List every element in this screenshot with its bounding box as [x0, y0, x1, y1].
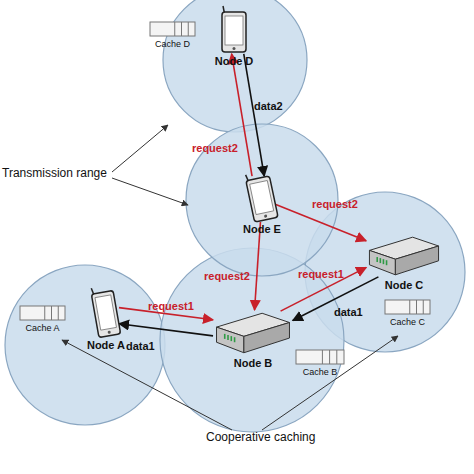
node-icon — [296, 350, 344, 364]
cache-slot — [181, 22, 182, 36]
router-led — [224, 334, 226, 339]
node-label: Node E — [243, 223, 281, 235]
cache-label: Cache B — [303, 367, 338, 377]
mobile-node: Node E — [250, 178, 274, 220]
phone-button — [264, 214, 268, 218]
phone-screen — [250, 181, 274, 215]
edge-label: request2 — [192, 142, 238, 154]
router-led — [386, 260, 388, 265]
phone-button — [107, 330, 110, 333]
annotation-label: Cooperative caching — [206, 430, 315, 444]
router-led — [383, 259, 385, 264]
edge-label: request2 — [204, 270, 250, 282]
node-icon — [20, 306, 65, 320]
edge-label: request1 — [148, 300, 194, 312]
cache-slot — [409, 300, 410, 314]
cache-label: Cache C — [390, 317, 425, 327]
mobile-node: Node A — [95, 292, 117, 336]
phone-body — [222, 12, 246, 52]
cache-slot — [44, 306, 45, 320]
edge-label: data1 — [126, 340, 155, 352]
cache-slot — [188, 22, 189, 36]
phone-button — [233, 47, 236, 50]
cache-box: Cache B — [296, 350, 344, 364]
node-icon — [385, 300, 430, 314]
cache-queue — [296, 350, 344, 364]
edge-label: data2 — [254, 100, 283, 112]
node-icon — [250, 178, 274, 220]
node-icon — [150, 22, 195, 36]
router-node: Node B — [215, 312, 291, 354]
phone-body — [246, 176, 278, 222]
annotation-label: Transmission range — [2, 166, 107, 180]
cache-slot — [51, 306, 52, 320]
node-label: Node C — [385, 279, 424, 291]
router-side — [395, 246, 438, 275]
cache-queue — [385, 300, 430, 314]
message-arrow — [119, 324, 213, 336]
cache-label: Cache A — [25, 323, 59, 333]
phone-screen — [225, 16, 243, 45]
phone-screen — [95, 295, 116, 330]
cache-queue — [20, 306, 65, 320]
router-led — [234, 337, 236, 342]
router-led — [230, 336, 232, 341]
node-icon — [95, 292, 117, 336]
message-arrow — [232, 54, 252, 176]
cache-slot — [329, 350, 330, 364]
leader-line — [62, 340, 232, 430]
leader-line — [112, 125, 168, 172]
router-front — [217, 327, 244, 353]
leader-line — [112, 178, 188, 205]
cache-slot — [322, 350, 323, 364]
cache-box: Cache D — [150, 22, 195, 36]
node-icon — [215, 312, 291, 354]
message-arrow — [244, 54, 264, 176]
edge-label: request2 — [312, 198, 358, 210]
router-node: Node C — [368, 236, 440, 276]
node-icon — [222, 12, 246, 52]
edge-label: data1 — [334, 306, 363, 318]
edge-label: request1 — [298, 268, 344, 280]
message-arrow — [255, 222, 261, 310]
router-side — [244, 323, 290, 353]
mobile-node: Node D — [222, 12, 246, 52]
cache-box: Cache C — [385, 300, 430, 314]
cache-slot — [336, 350, 337, 364]
node-label: Node A — [87, 339, 125, 351]
message-arrow — [293, 277, 379, 321]
cache-slot — [416, 300, 417, 314]
node-icon — [368, 236, 440, 276]
phone-body — [91, 290, 120, 337]
cache-box: Cache A — [20, 306, 65, 320]
transmission-range — [5, 265, 165, 425]
node-label: Node D — [215, 55, 254, 67]
cache-slot — [58, 306, 59, 320]
cache-slot — [423, 300, 424, 314]
router-front — [369, 250, 395, 274]
router-led — [227, 335, 229, 340]
cache-label: Cache D — [155, 39, 190, 49]
leader-line — [262, 336, 398, 430]
router-led — [380, 258, 382, 263]
node-label: Node B — [234, 357, 273, 369]
cache-queue — [150, 22, 195, 36]
router-led — [376, 257, 378, 262]
transmission-range — [163, 0, 307, 132]
cache-slot — [174, 22, 175, 36]
